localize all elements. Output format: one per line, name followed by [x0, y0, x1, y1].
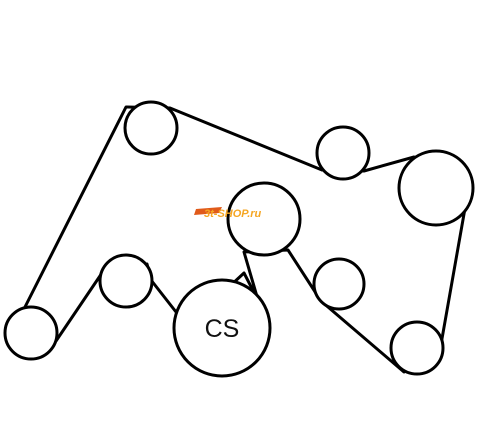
pulley-circle	[312, 257, 366, 311]
pulley-p7	[312, 257, 366, 311]
pulley-circle	[123, 100, 179, 156]
pulley-circle	[397, 149, 475, 227]
pulley-circle	[172, 278, 272, 378]
pulley-circle	[389, 320, 445, 376]
pulley-p3	[397, 149, 475, 227]
watermark-logo: 3t-SHOP.ru	[194, 207, 262, 220]
pulley-circle	[3, 305, 59, 361]
pulley-circle	[98, 253, 154, 309]
pulley-circle	[315, 125, 371, 181]
pulley-p2	[315, 125, 371, 181]
pulley-p5	[98, 253, 154, 309]
pulley-p6: CS	[172, 278, 272, 378]
pulley-p9	[389, 320, 445, 376]
pulley-label: CS	[205, 315, 240, 343]
pulley-p8	[3, 305, 59, 361]
watermark-swoosh	[194, 207, 222, 215]
watermark-text: 3t-SHOP.ru	[204, 208, 262, 220]
pulley-p4	[226, 181, 302, 257]
pulley-layer: CS	[3, 100, 475, 378]
pulley-circle	[226, 181, 302, 257]
pulley-p1	[123, 100, 179, 156]
